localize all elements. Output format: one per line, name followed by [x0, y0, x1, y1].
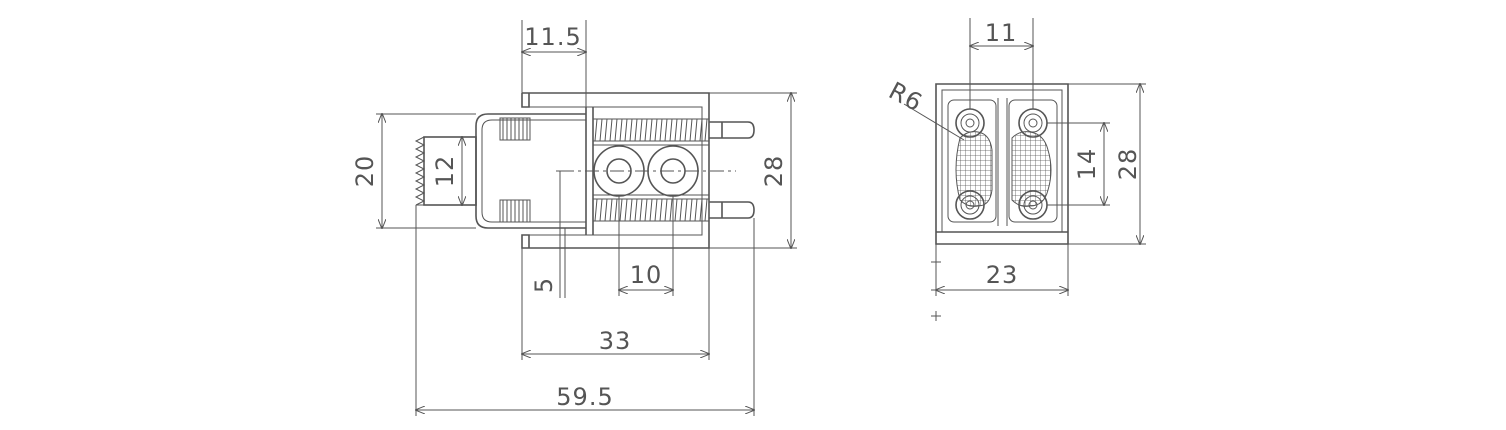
- dim-spacing: 10: [619, 196, 673, 296]
- dim-end-width-label: 23: [986, 261, 1019, 289]
- frame-inner: [529, 106, 703, 236]
- end-screw-bottom-left: [955, 190, 985, 220]
- dim-left-height-label: 20: [351, 155, 379, 188]
- dim-overall-length-label: 59.5: [556, 383, 613, 411]
- cap-screw-top: [499, 117, 531, 141]
- side-view: 11.5 20 12 28 5: [351, 20, 797, 416]
- dim-top-width-label: 11.5: [524, 23, 581, 51]
- cap-screw-bottom: [499, 199, 531, 223]
- dim-radius: R6: [884, 77, 965, 141]
- dim-end-inner-height: 14: [1047, 123, 1110, 205]
- threaded-rod-bottom: [592, 198, 710, 222]
- dim-end-overall-height-label: 28: [1114, 148, 1142, 181]
- dim-end-top-width-label: 11: [985, 19, 1018, 47]
- pin-top: [709, 121, 755, 139]
- terminal-block: [592, 144, 710, 196]
- dim-end-width: 23: [936, 244, 1068, 296]
- knurl-teeth: [414, 136, 426, 206]
- pin-bottom: [709, 201, 755, 219]
- dim-body-length-label: 33: [599, 327, 632, 355]
- registration-mark-3: [931, 311, 941, 321]
- dim-end-top-width: 11: [970, 18, 1033, 109]
- registration-mark-2: [931, 285, 941, 295]
- dim-top-width: 11.5: [522, 20, 586, 107]
- dim-left-height: 20: [351, 114, 476, 228]
- dim-spacing-label: 10: [630, 261, 663, 289]
- dim-right-height: 28: [709, 93, 797, 248]
- threaded-rod-top: [592, 118, 710, 142]
- dim-inner-height: 12: [424, 137, 468, 205]
- end-right-hatch: [1011, 131, 1052, 207]
- dim-body-length: 33: [522, 248, 709, 360]
- cap-inner: [481, 119, 586, 223]
- end-left-cell: [947, 99, 997, 223]
- center-mark: [556, 170, 570, 192]
- dim-right-height-label: 28: [760, 155, 788, 188]
- dim-small-offset: 5: [530, 192, 566, 298]
- end-left-hatch: [955, 131, 993, 207]
- dim-inner-height-label: 12: [431, 155, 459, 188]
- end-view: 11 R6 14 28 23: [884, 18, 1146, 321]
- dim-small-offset-label: 5: [530, 277, 558, 293]
- dim-end-overall-height: 28: [1068, 84, 1146, 244]
- dim-radius-label: R6: [884, 77, 927, 118]
- dim-overall-length: 59.5: [416, 205, 754, 416]
- registration-mark-1: [931, 257, 941, 267]
- dim-end-inner-height-label: 14: [1073, 148, 1101, 181]
